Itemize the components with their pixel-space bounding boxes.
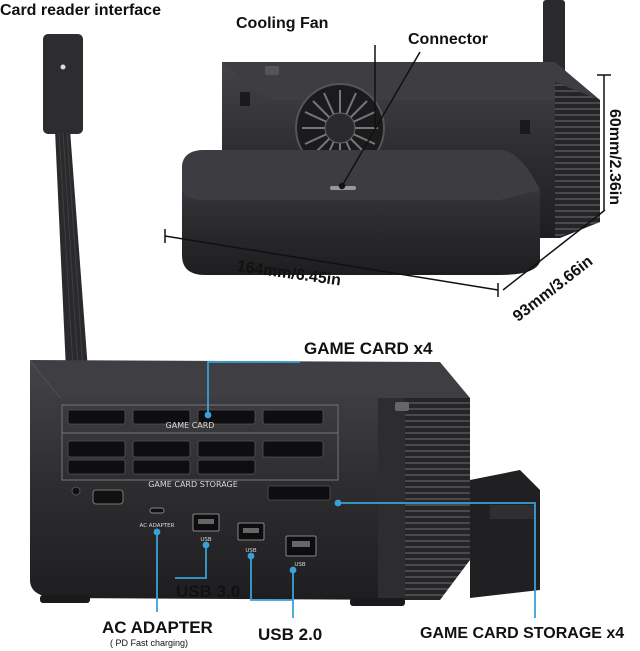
front-stand	[470, 470, 540, 598]
label-cooling-fan: Cooling Fan	[236, 15, 329, 32]
front-dock-view: GAME CARD GAME CARD STORAGE AC ADAPTER U…	[30, 34, 540, 606]
device-text-usb-2: USB	[245, 548, 257, 554]
front-heat-fins	[405, 398, 470, 600]
label-pd-fast-charging: ( PD Fast charging)	[110, 638, 189, 648]
label-usb-2-0: USB 2.0	[258, 625, 323, 644]
label-ac-adapter: AC ADAPTER	[102, 618, 213, 637]
device-text-game-card: GAME CARD	[166, 421, 215, 430]
device-text-game-card-storage: GAME CARD STORAGE	[148, 480, 238, 489]
label-usb-3-0: USB 3.0	[176, 582, 241, 601]
led-indicator	[71, 486, 81, 496]
label-game-card: GAME CARD x4	[304, 339, 433, 358]
card-reader-cable	[55, 130, 88, 370]
game-card-storage-slots	[67, 440, 331, 501]
device-text-usb-1: USB	[200, 537, 212, 543]
front-annotation-lines	[153, 361, 536, 618]
hdmi-port	[92, 489, 124, 505]
label-card-reader-interface: Card reader interface	[0, 2, 161, 19]
label-connector: Connector	[408, 31, 488, 48]
label-game-card-storage: GAME CARD STORAGE x4	[420, 625, 625, 642]
device-text-ac-adapter: AC ADAPTER	[140, 523, 175, 529]
device-text-usb-3: USB	[294, 562, 306, 568]
label-height-dimension: 60mm/2.36in	[606, 108, 623, 206]
game-card-slots	[67, 409, 324, 425]
rear-dock-view	[182, 0, 600, 275]
rear-annotation-lines	[164, 45, 611, 297]
card-reader-plug	[43, 34, 83, 134]
rear-heat-fins	[555, 82, 600, 238]
usb-c-port	[149, 507, 165, 514]
